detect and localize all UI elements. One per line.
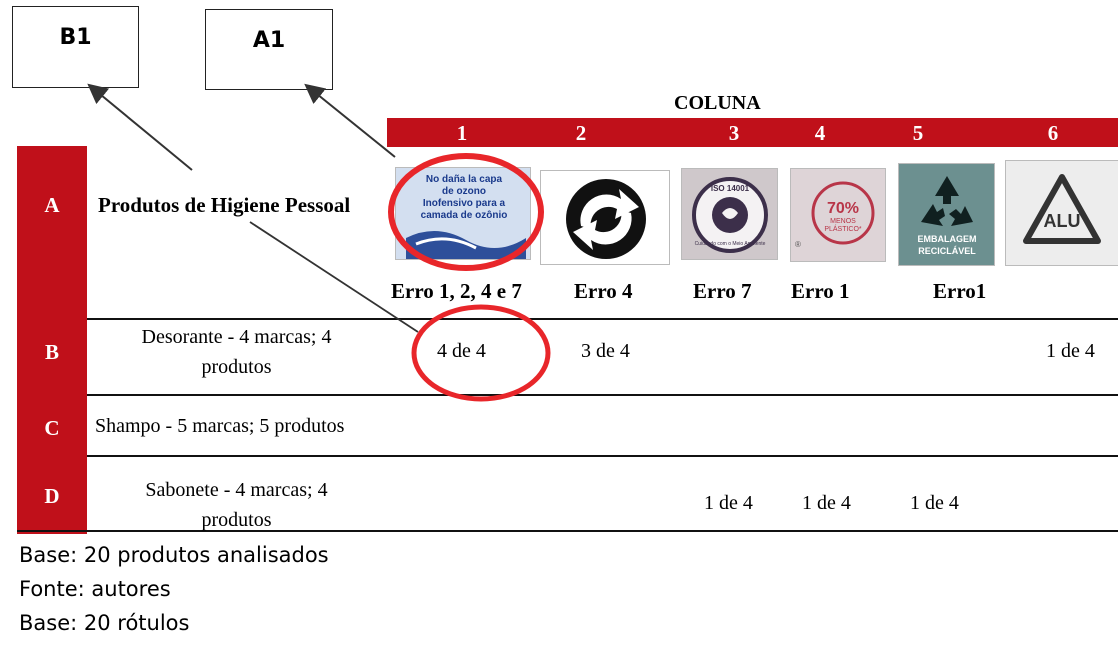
cell-d-col4: 1 de 4 bbox=[802, 492, 851, 514]
svg-text:EMBALAGEM: EMBALAGEM bbox=[918, 234, 977, 244]
svg-text:®: ® bbox=[795, 240, 801, 249]
svg-text:ISO 14001: ISO 14001 bbox=[711, 184, 750, 193]
footer-line-1: Base: 20 produtos analisados bbox=[19, 543, 329, 567]
callout-a1-label: A1 bbox=[252, 28, 286, 53]
error-label-col5: Erro1 bbox=[933, 279, 987, 303]
error-label-col2: Erro 4 bbox=[574, 279, 633, 303]
row-label-bar bbox=[17, 146, 87, 534]
logo-recyclable-packaging: EMBALAGEM RECICLÁVEL bbox=[898, 163, 995, 266]
arrow-to-b1 bbox=[87, 83, 193, 171]
error-label-col3: Erro 7 bbox=[693, 279, 752, 303]
row-label-d: D bbox=[44, 484, 60, 508]
coluna-header: COLUNA bbox=[674, 92, 761, 114]
svg-text:70%: 70% bbox=[827, 200, 859, 217]
column-number-1: 1 bbox=[456, 121, 468, 145]
column-number-6: 6 bbox=[1047, 121, 1059, 145]
error-label-col1: Erro 1, 2, 4 e 7 bbox=[391, 279, 522, 303]
cell-d-col3: 1 de 4 bbox=[704, 492, 753, 514]
cell-d-col5: 1 de 4 bbox=[910, 492, 959, 514]
row-d-product: Sabonete - 4 marcas; 4 produtos bbox=[95, 475, 378, 535]
row-label-a: A bbox=[44, 193, 60, 217]
callout-b1-label: B1 bbox=[59, 25, 92, 50]
row-b-product-line1: Desorante - 4 marcas; 4 bbox=[141, 326, 332, 348]
row-b-product: Desorante - 4 marcas; 4 produtos bbox=[95, 322, 378, 382]
cell-b-col1: 4 de 4 bbox=[437, 340, 486, 362]
row-b-product-line2: produtos bbox=[201, 356, 272, 378]
error-label-col4: Erro 1 bbox=[791, 279, 850, 303]
svg-text:ALU: ALU bbox=[1044, 211, 1081, 231]
svg-text:Cuidando com o Meio Ambiente: Cuidando com o Meio Ambiente bbox=[695, 241, 766, 247]
row-label-b: B bbox=[44, 340, 59, 364]
row-d-product-line2: produtos bbox=[201, 509, 272, 531]
svg-text:PLÁSTICO*: PLÁSTICO* bbox=[824, 224, 862, 233]
svg-text:de ozono: de ozono bbox=[442, 186, 486, 197]
cell-b-col2: 3 de 4 bbox=[581, 340, 630, 362]
svg-text:MENOS: MENOS bbox=[830, 218, 856, 225]
logo-ozone: No daña la capa de ozono Inofensivo para… bbox=[395, 167, 531, 260]
svg-text:No daña la capa: No daña la capa bbox=[426, 174, 503, 185]
column-number-bar bbox=[387, 118, 1118, 147]
highlight-circle-cell-b1 bbox=[411, 304, 551, 402]
row-label-c: C bbox=[44, 416, 60, 440]
row-divider bbox=[87, 455, 1118, 457]
row-divider bbox=[17, 530, 1118, 532]
cell-b-col6: 1 de 4 bbox=[1046, 340, 1095, 362]
arrow-to-a1 bbox=[304, 83, 396, 158]
logo-alu-recycling: ALU bbox=[1005, 160, 1118, 266]
svg-text:Inofensivo para a: Inofensivo para a bbox=[423, 198, 506, 209]
row-a-title: Produtos de Higiene Pessoal bbox=[98, 193, 351, 217]
connector-line bbox=[249, 221, 419, 333]
highlight-circle-logo1 bbox=[388, 153, 544, 271]
callout-box-b1: B1 bbox=[12, 6, 139, 88]
footer-line-3: Base: 20 rótulos bbox=[19, 611, 190, 635]
row-c-product: Shampo - 5 marcas; 5 produtos bbox=[95, 415, 345, 437]
logo-70-less-plastic: 70% MENOS PLÁSTICO* ® bbox=[790, 168, 886, 262]
row-d-product-line1: Sabonete - 4 marcas; 4 bbox=[145, 479, 328, 501]
column-number-4: 4 bbox=[814, 121, 826, 145]
row-divider bbox=[87, 394, 1118, 396]
callout-box-a1: A1 bbox=[205, 9, 333, 90]
column-number-2: 2 bbox=[575, 121, 587, 145]
footer-line-2: Fonte: autores bbox=[19, 577, 171, 601]
column-number-3: 3 bbox=[728, 121, 740, 145]
svg-text:camada de ozônio: camada de ozônio bbox=[421, 210, 508, 221]
logo-iso-14001: ISO 14001 Cuidando com o Meio Ambiente bbox=[681, 168, 778, 260]
row-divider bbox=[87, 318, 1118, 320]
column-number-5: 5 bbox=[912, 121, 924, 145]
svg-text:RECICLÁVEL: RECICLÁVEL bbox=[918, 246, 976, 256]
